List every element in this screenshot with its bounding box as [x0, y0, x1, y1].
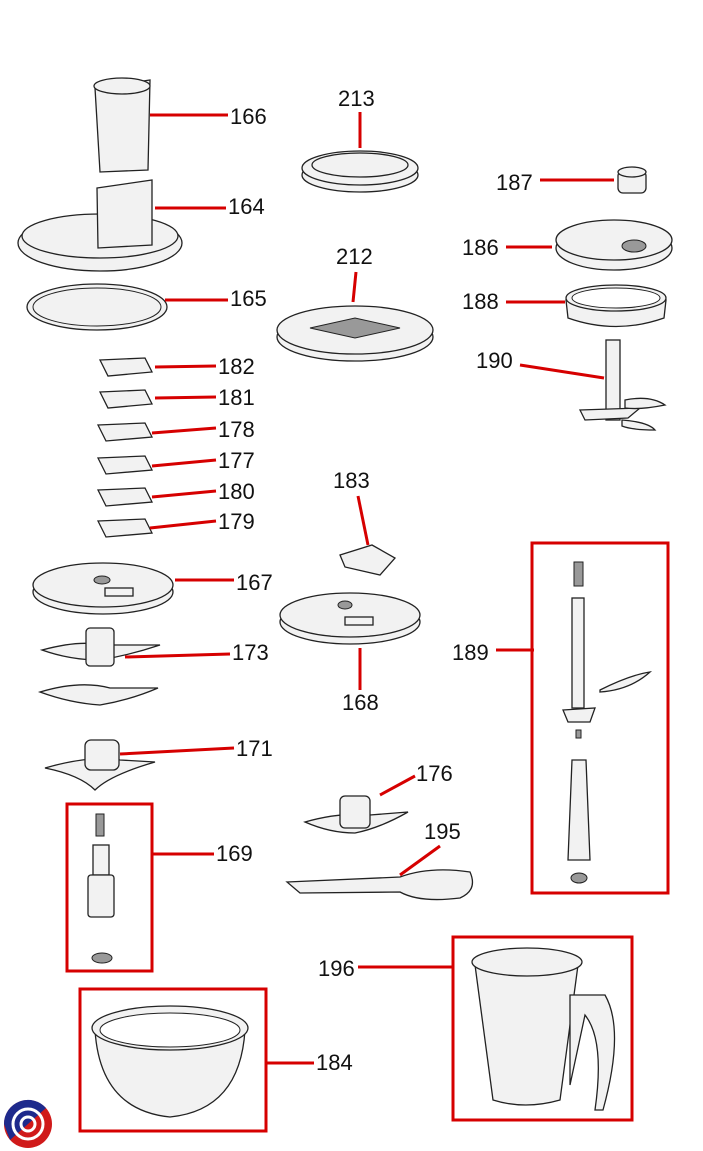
part-166-pusher [93, 77, 151, 173]
part-213-lid [301, 150, 419, 193]
label-169: 169 [216, 841, 253, 866]
part-187-cap [617, 166, 647, 194]
label-165: 165 [230, 286, 267, 311]
label-173: 173 [232, 640, 269, 665]
part-196-jug [471, 947, 616, 1111]
label-184: 184 [316, 1050, 353, 1075]
part-190-blade-shaft [578, 339, 667, 431]
label-164: 164 [228, 194, 265, 219]
label-196: 196 [318, 956, 355, 981]
part-173-blade [37, 627, 161, 706]
label-178: 178 [218, 417, 255, 442]
part-183-blade-insert [339, 544, 397, 576]
part-168-disc [279, 592, 421, 645]
brand-logo [3, 1099, 52, 1148]
box-196 [451, 935, 634, 1122]
part-195-spatula [285, 869, 474, 901]
label-179: 179 [218, 509, 255, 534]
label-188: 188 [462, 289, 499, 314]
label-176: 176 [416, 761, 453, 786]
label-168: 168 [342, 690, 379, 715]
part-171-blade [44, 739, 156, 791]
box-169 [65, 802, 154, 973]
part-176-blade [303, 795, 409, 834]
label-177: 177 [218, 448, 255, 473]
part-184-bowl [91, 1005, 249, 1118]
part-189-assembly [562, 561, 653, 884]
label-183: 183 [333, 468, 370, 493]
leader-lines [119, 112, 614, 1065]
label-167: 167 [236, 570, 273, 595]
part-164-lid [17, 179, 183, 272]
label-181: 181 [218, 385, 255, 410]
label-182: 182 [218, 354, 255, 379]
box-189 [530, 541, 670, 895]
label-212: 212 [336, 244, 373, 269]
label-180: 180 [218, 479, 255, 504]
part-169-shaft [87, 813, 115, 964]
label-189: 189 [452, 640, 489, 665]
label-187: 187 [496, 170, 533, 195]
part-discs-small [96, 357, 154, 538]
part-188-ring [565, 284, 667, 328]
box-184 [78, 987, 268, 1133]
part-167-disc [32, 562, 174, 615]
label-171: 171 [236, 736, 273, 761]
label-190: 190 [476, 348, 513, 373]
label-213: 213 [338, 86, 375, 111]
label-186: 186 [462, 235, 499, 260]
part-186-lid [555, 219, 673, 271]
part-212-disc [276, 305, 434, 362]
part-165-seal [26, 283, 168, 331]
label-195: 195 [424, 819, 461, 844]
label-166: 166 [230, 104, 267, 129]
